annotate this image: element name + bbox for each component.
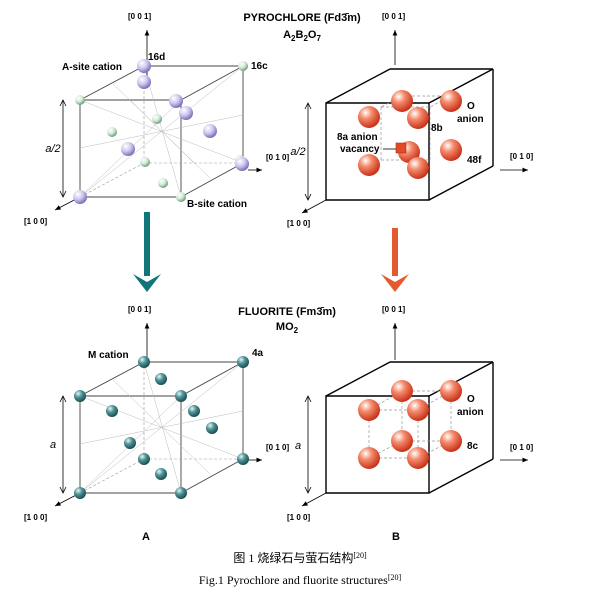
m-cation <box>175 390 187 402</box>
m-cation <box>237 453 249 465</box>
o-anion <box>440 430 462 452</box>
y-axis-label: [0 1 0] <box>510 152 533 161</box>
edge-length-label: a/2 <box>45 143 60 155</box>
pyrochlore-cation-cell: a/2 A-site cation 16d 16c B-site cation <box>24 12 289 226</box>
o-anion <box>407 107 429 129</box>
caption-chinese: 图 1 烧绿石与萤石结构[20] <box>233 550 367 565</box>
m-cation <box>155 468 167 480</box>
o-anion <box>358 399 380 421</box>
m-cation <box>138 453 150 465</box>
x-axis-arrow <box>301 199 327 214</box>
a-cation <box>169 94 183 108</box>
m-cation <box>237 356 249 368</box>
m-cation <box>175 487 187 499</box>
o-anion-label: O <box>467 394 475 405</box>
x-axis-label: [1 0 0] <box>24 513 47 522</box>
b-site-label: B-site cation <box>187 199 247 210</box>
edge-length-label: a/2 <box>290 146 305 158</box>
m-cation <box>155 373 167 385</box>
a-cation <box>73 190 87 204</box>
pyrochlore-title: PYROCHLORE (Fd3̄m) <box>243 12 361 24</box>
vacancy-label: 8a anion <box>337 132 378 143</box>
vacancy-label-2: vacancy <box>340 144 380 155</box>
z-axis-label: [0 0 1] <box>382 305 405 314</box>
site-16c-label: 16c <box>251 61 268 72</box>
caption-english: Fig.1 Pyrochlore and fluorite structures… <box>199 573 402 587</box>
m-cation <box>74 487 86 499</box>
b-cation <box>176 192 186 202</box>
b-cation <box>238 61 248 71</box>
site-8b-label: 8b <box>431 123 443 134</box>
x-axis-arrow <box>301 492 327 507</box>
m-cation <box>206 422 218 434</box>
o-anion <box>391 90 413 112</box>
o-anions <box>358 380 462 469</box>
m-cation <box>74 390 86 402</box>
o-anion <box>407 447 429 469</box>
a-cation <box>137 75 151 89</box>
y-axis-label: [0 1 0] <box>266 153 289 162</box>
b-cation <box>158 178 168 188</box>
o-anion-label-2: anion <box>457 407 484 418</box>
a-cation <box>137 59 151 73</box>
o-anion <box>391 430 413 452</box>
o-anion <box>407 157 429 179</box>
fluorite-anion-cell: a O anion 8c [0 0 1] [0 1 0] [1 0 0] <box>287 305 533 522</box>
transition-arrow-orange <box>381 228 409 292</box>
panel-label-b: B <box>392 531 400 543</box>
b-cation <box>152 114 162 124</box>
o-anion <box>358 154 380 176</box>
z-axis-label: [0 0 1] <box>128 305 151 314</box>
pyrochlore-anion-cell: a/2 O anion 8b 8a anion vacancy 48f [0 0… <box>287 12 533 228</box>
site-4a-label: 4a <box>252 348 264 359</box>
panel-label-a: A <box>142 531 150 543</box>
m-cation <box>124 437 136 449</box>
z-axis-label: [0 0 1] <box>128 12 151 21</box>
m-cation <box>138 356 150 368</box>
x-axis-label: [1 0 0] <box>287 219 310 228</box>
edge-length-label: a <box>295 440 301 452</box>
m-cation <box>106 405 118 417</box>
o-anion <box>391 380 413 402</box>
o-anion-label-2: anion <box>457 114 484 125</box>
b-cation <box>140 157 150 167</box>
z-axis-label: [0 0 1] <box>382 12 405 21</box>
a-site-cations <box>73 59 249 204</box>
m-cation <box>188 405 200 417</box>
site-8c-label: 8c <box>467 441 479 452</box>
fluorite-cation-cell: a M cation 4a [0 0 1] [0 1 0] [1 0 0] <box>24 305 289 522</box>
site-16d-label: 16d <box>148 52 165 63</box>
b-cation <box>107 127 117 137</box>
fluorite-formula: MO2 <box>276 321 299 335</box>
m-cations <box>74 356 249 499</box>
x-axis-label: [1 0 0] <box>287 513 310 522</box>
y-axis-label: [0 1 0] <box>266 443 289 452</box>
o-anion <box>440 90 462 112</box>
a-cation <box>235 157 249 171</box>
o-anion <box>440 380 462 402</box>
transition-arrow-teal <box>133 212 161 292</box>
site-48f-label: 48f <box>467 155 482 166</box>
a-site-label: A-site cation <box>62 62 122 73</box>
a-cation <box>179 106 193 120</box>
b-cation <box>75 95 85 105</box>
o-anion <box>440 139 462 161</box>
o-anion <box>358 447 380 469</box>
o-anion <box>407 399 429 421</box>
o-anion-label: O <box>467 101 475 112</box>
fluorite-title: FLUORITE (Fm3̄m) <box>238 306 336 318</box>
pyrochlore-formula: A2B2O7 <box>283 29 321 43</box>
x-axis-label: [1 0 0] <box>24 217 47 226</box>
edge-length-label: a <box>50 439 56 451</box>
a-cation <box>203 124 217 138</box>
y-axis-label: [0 1 0] <box>510 443 533 452</box>
m-cation-label: M cation <box>88 350 129 361</box>
o-anion <box>358 106 380 128</box>
a-cation <box>121 142 135 156</box>
vacancy-marker <box>395 142 407 154</box>
